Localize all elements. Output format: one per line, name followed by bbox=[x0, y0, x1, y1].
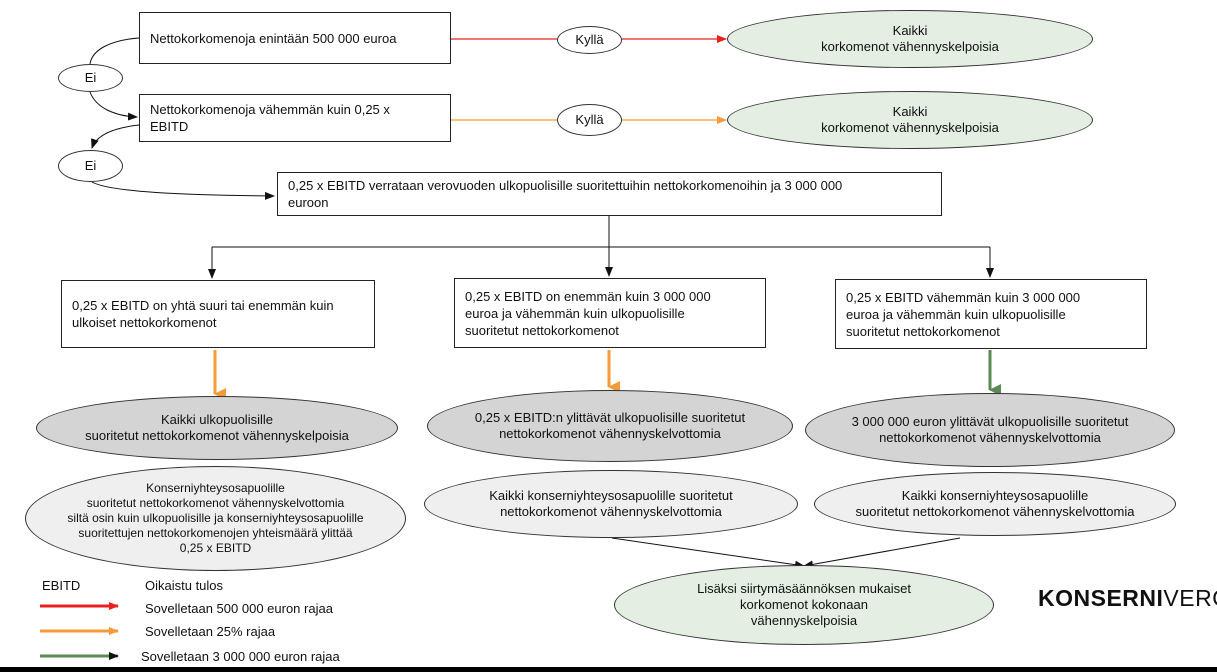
outcome-b-excess-nondeductible: 0,25 x EBITD:n ylittävät ulkopuolisille … bbox=[427, 390, 793, 462]
edge-no-q2 bbox=[89, 91, 138, 121]
question-quarter-ebitd-box: Nettokorkomenoja vähemmän kuin 0,25 x EB… bbox=[139, 94, 451, 142]
edge-q1-no bbox=[89, 37, 140, 65]
legend-label-green: Sovelletaan 3 000 000 euron rajaa bbox=[141, 649, 340, 664]
question-500k-box: Nettokorkomenoja enintään 500 000 euroa bbox=[139, 12, 451, 64]
no-oval-2: Ei bbox=[58, 150, 123, 182]
result-all-deductible-2: Kaikki korkomenot vähennyskelpoisia bbox=[727, 91, 1093, 149]
final-transition-deductible: Lisäksi siirtymäsäännöksen mukaiset kork… bbox=[614, 565, 994, 645]
legend-abbr: EBITD bbox=[42, 578, 81, 593]
case-a-box: 0,25 x EBITD on yhtä suuri tai enemmän k… bbox=[61, 280, 375, 348]
legend-label-red: Sovelletaan 500 000 euron rajaa bbox=[145, 601, 333, 616]
case-b-box: 0,25 x EBITD on enemmän kuin 3 000 000 e… bbox=[454, 278, 766, 348]
yes-oval-2: Kyllä bbox=[557, 104, 622, 136]
edge-q2-no bbox=[91, 124, 140, 149]
outcome-b-group-nondeductible: Kaikki konserniyhteysosapuolille suorite… bbox=[424, 470, 798, 538]
edge-c2-final bbox=[803, 537, 961, 569]
outcome-c-group-nondeductible: Kaikki konserniyhteysosapuolille suorite… bbox=[814, 472, 1176, 536]
no-oval-1: Ei bbox=[58, 64, 123, 92]
outcome-a-group-nondeductible: Konserniyhteysosapuolille suoritetut net… bbox=[25, 466, 406, 571]
question-500k-text: Nettokorkomenoja enintään 500 000 euroa bbox=[150, 30, 397, 46]
compare-box: 0,25 x EBITD verrataan verovuoden ulkopu… bbox=[277, 172, 942, 216]
edge-no-compare bbox=[91, 181, 275, 200]
bottom-bar bbox=[0, 667, 1217, 672]
yes-oval-1: Kyllä bbox=[557, 26, 622, 54]
edge-b2-final bbox=[611, 537, 805, 569]
case-c-box: 0,25 x EBITD vähemmän kuin 3 000 000 eur… bbox=[835, 279, 1147, 349]
legend-label-orange: Sovelletaan 25% rajaa bbox=[145, 624, 276, 639]
outcome-a-external-deductible: Kaikki ulkopuolisille suoritetut nettoko… bbox=[36, 396, 398, 460]
konsernivero-logo: KONSERNIVERO bbox=[1038, 585, 1217, 611]
legend-abbr-def: Oikaistu tulos bbox=[145, 578, 224, 593]
result-all-deductible-1: Kaikki korkomenot vähennyskelpoisia bbox=[727, 10, 1093, 68]
outcome-c-excess-nondeductible: 3 000 000 euron ylittävät ulkopuolisille… bbox=[805, 393, 1175, 467]
